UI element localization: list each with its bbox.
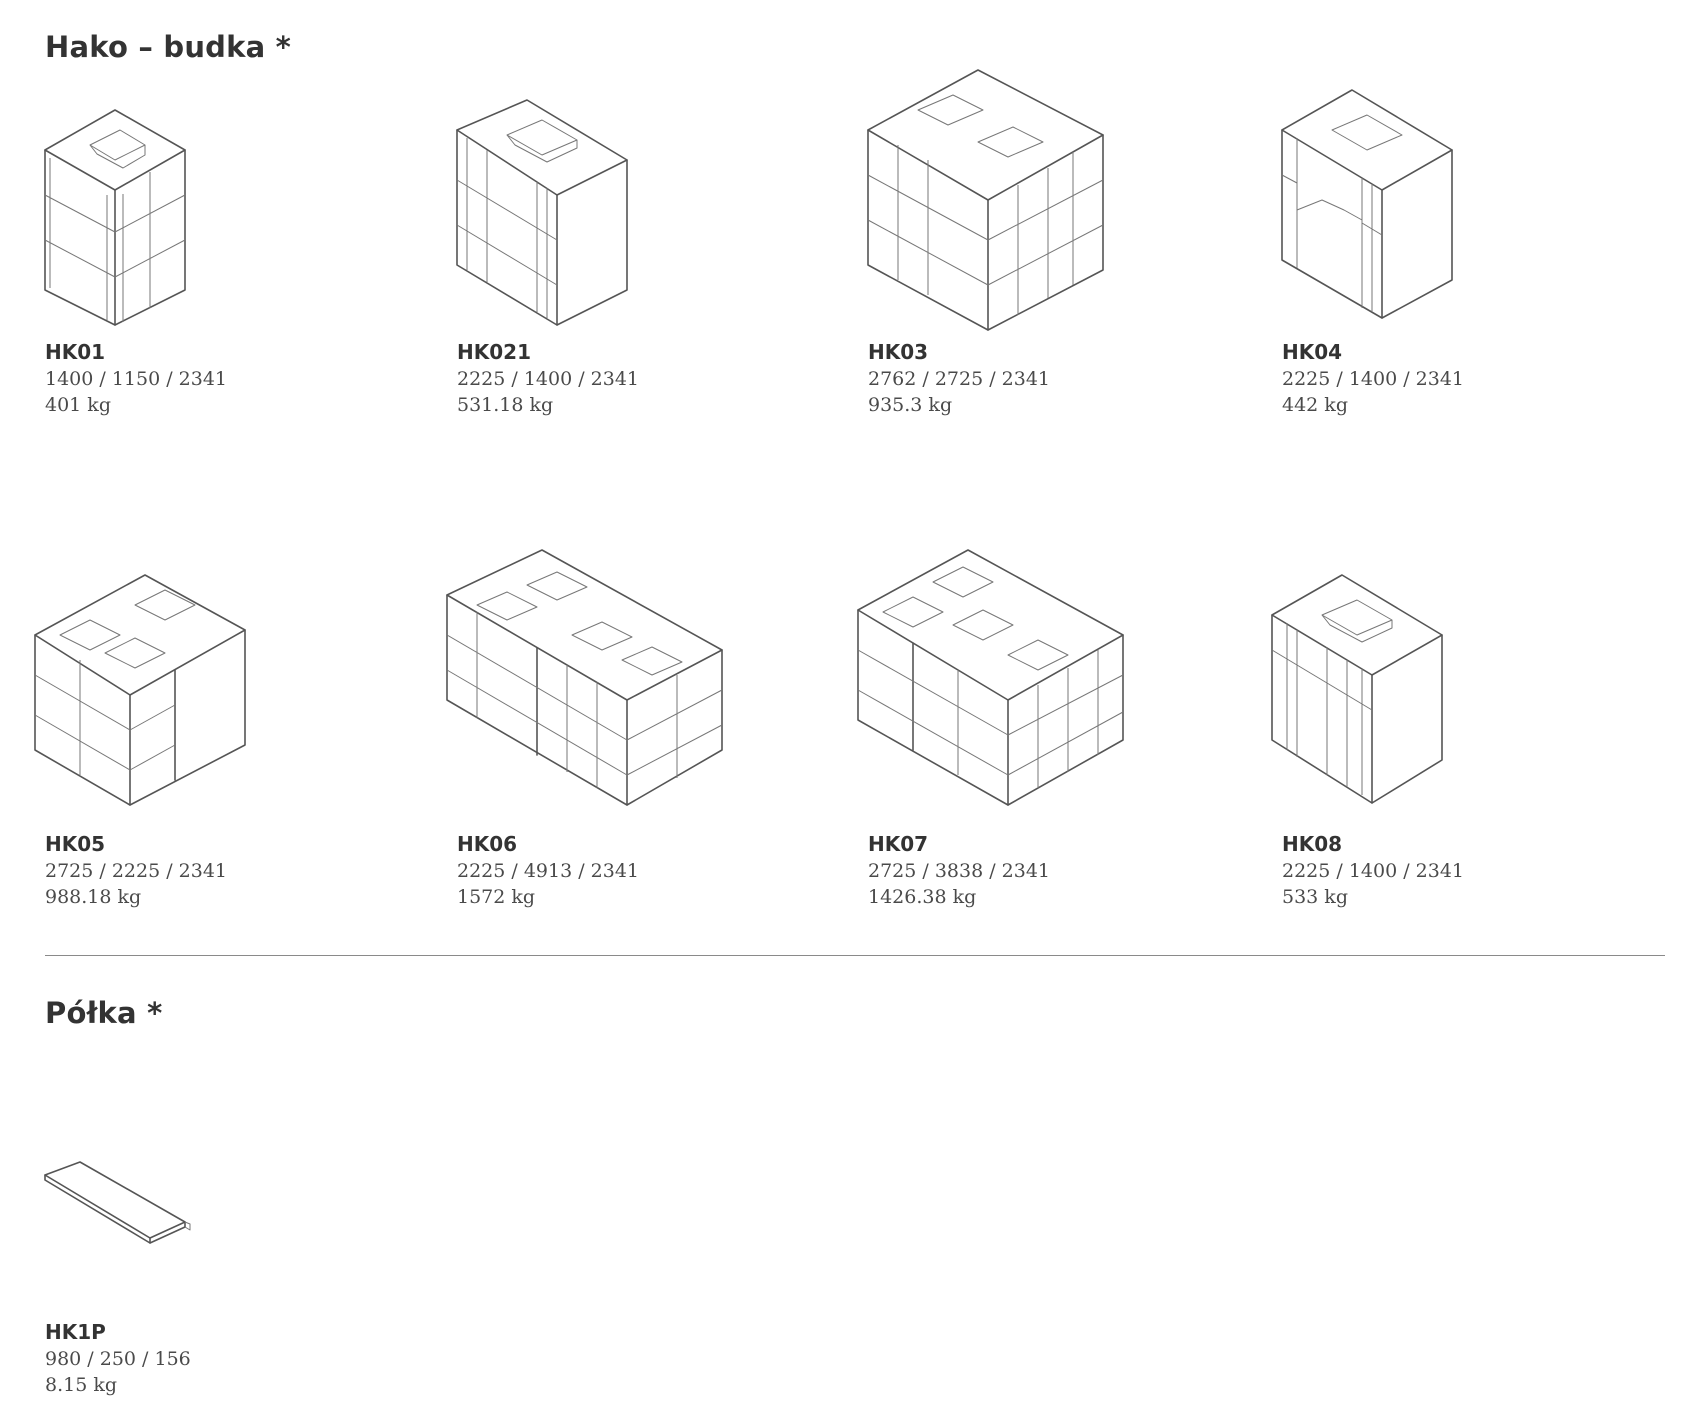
product-code: HK08 <box>1282 832 1343 856</box>
booth-drawing-hk04 <box>1281 89 1453 319</box>
product-code: HK021 <box>457 340 531 364</box>
product-weight: 1572 kg <box>457 886 536 908</box>
product-dimensions: 2225 / 1400 / 2341 <box>1282 860 1465 882</box>
product-dimensions: 2225 / 1400 / 2341 <box>457 368 640 390</box>
section-title-shelf: Półka * <box>45 996 163 1030</box>
product-dimensions: 2725 / 2225 / 2341 <box>45 860 228 882</box>
product-code: HK06 <box>457 832 518 856</box>
product-weight: 8.15 kg <box>45 1374 118 1396</box>
product-code: HK05 <box>45 832 106 856</box>
booth-drawing-hk06 <box>446 549 723 806</box>
booth-drawing-hk05 <box>34 574 246 806</box>
booth-drawing-hk03 <box>867 69 1104 331</box>
section-divider <box>45 955 1665 956</box>
product-weight: 531.18 kg <box>457 394 554 416</box>
booth-drawing-hk01 <box>44 109 186 326</box>
product-dimensions: 2225 / 4913 / 2341 <box>457 860 640 882</box>
product-dimensions: 980 / 250 / 156 <box>45 1348 191 1370</box>
booth-drawing-hk07 <box>857 549 1124 806</box>
product-code: HK07 <box>868 832 929 856</box>
product-code: HK1P <box>45 1320 106 1344</box>
product-weight: 401 kg <box>45 394 111 416</box>
product-weight: 442 kg <box>1282 394 1348 416</box>
booth-drawing-hk021 <box>456 99 628 326</box>
product-weight: 935.3 kg <box>868 394 953 416</box>
product-weight: 1426.38 kg <box>868 886 977 908</box>
product-code: HK01 <box>45 340 106 364</box>
booth-drawing-hk08 <box>1271 574 1443 804</box>
product-code: HK04 <box>1282 340 1343 364</box>
product-weight: 533 kg <box>1282 886 1348 908</box>
product-dimensions: 2762 / 2725 / 2341 <box>868 368 1051 390</box>
shelf-drawing-hk1p <box>44 1161 191 1244</box>
product-dimensions: 1400 / 1150 / 2341 <box>45 368 228 390</box>
product-dimensions: 2725 / 3838 / 2341 <box>868 860 1051 882</box>
product-code: HK03 <box>868 340 929 364</box>
section-title-booths: Hako – budka * <box>45 30 292 64</box>
product-dimensions: 2225 / 1400 / 2341 <box>1282 368 1465 390</box>
product-weight: 988.18 kg <box>45 886 142 908</box>
